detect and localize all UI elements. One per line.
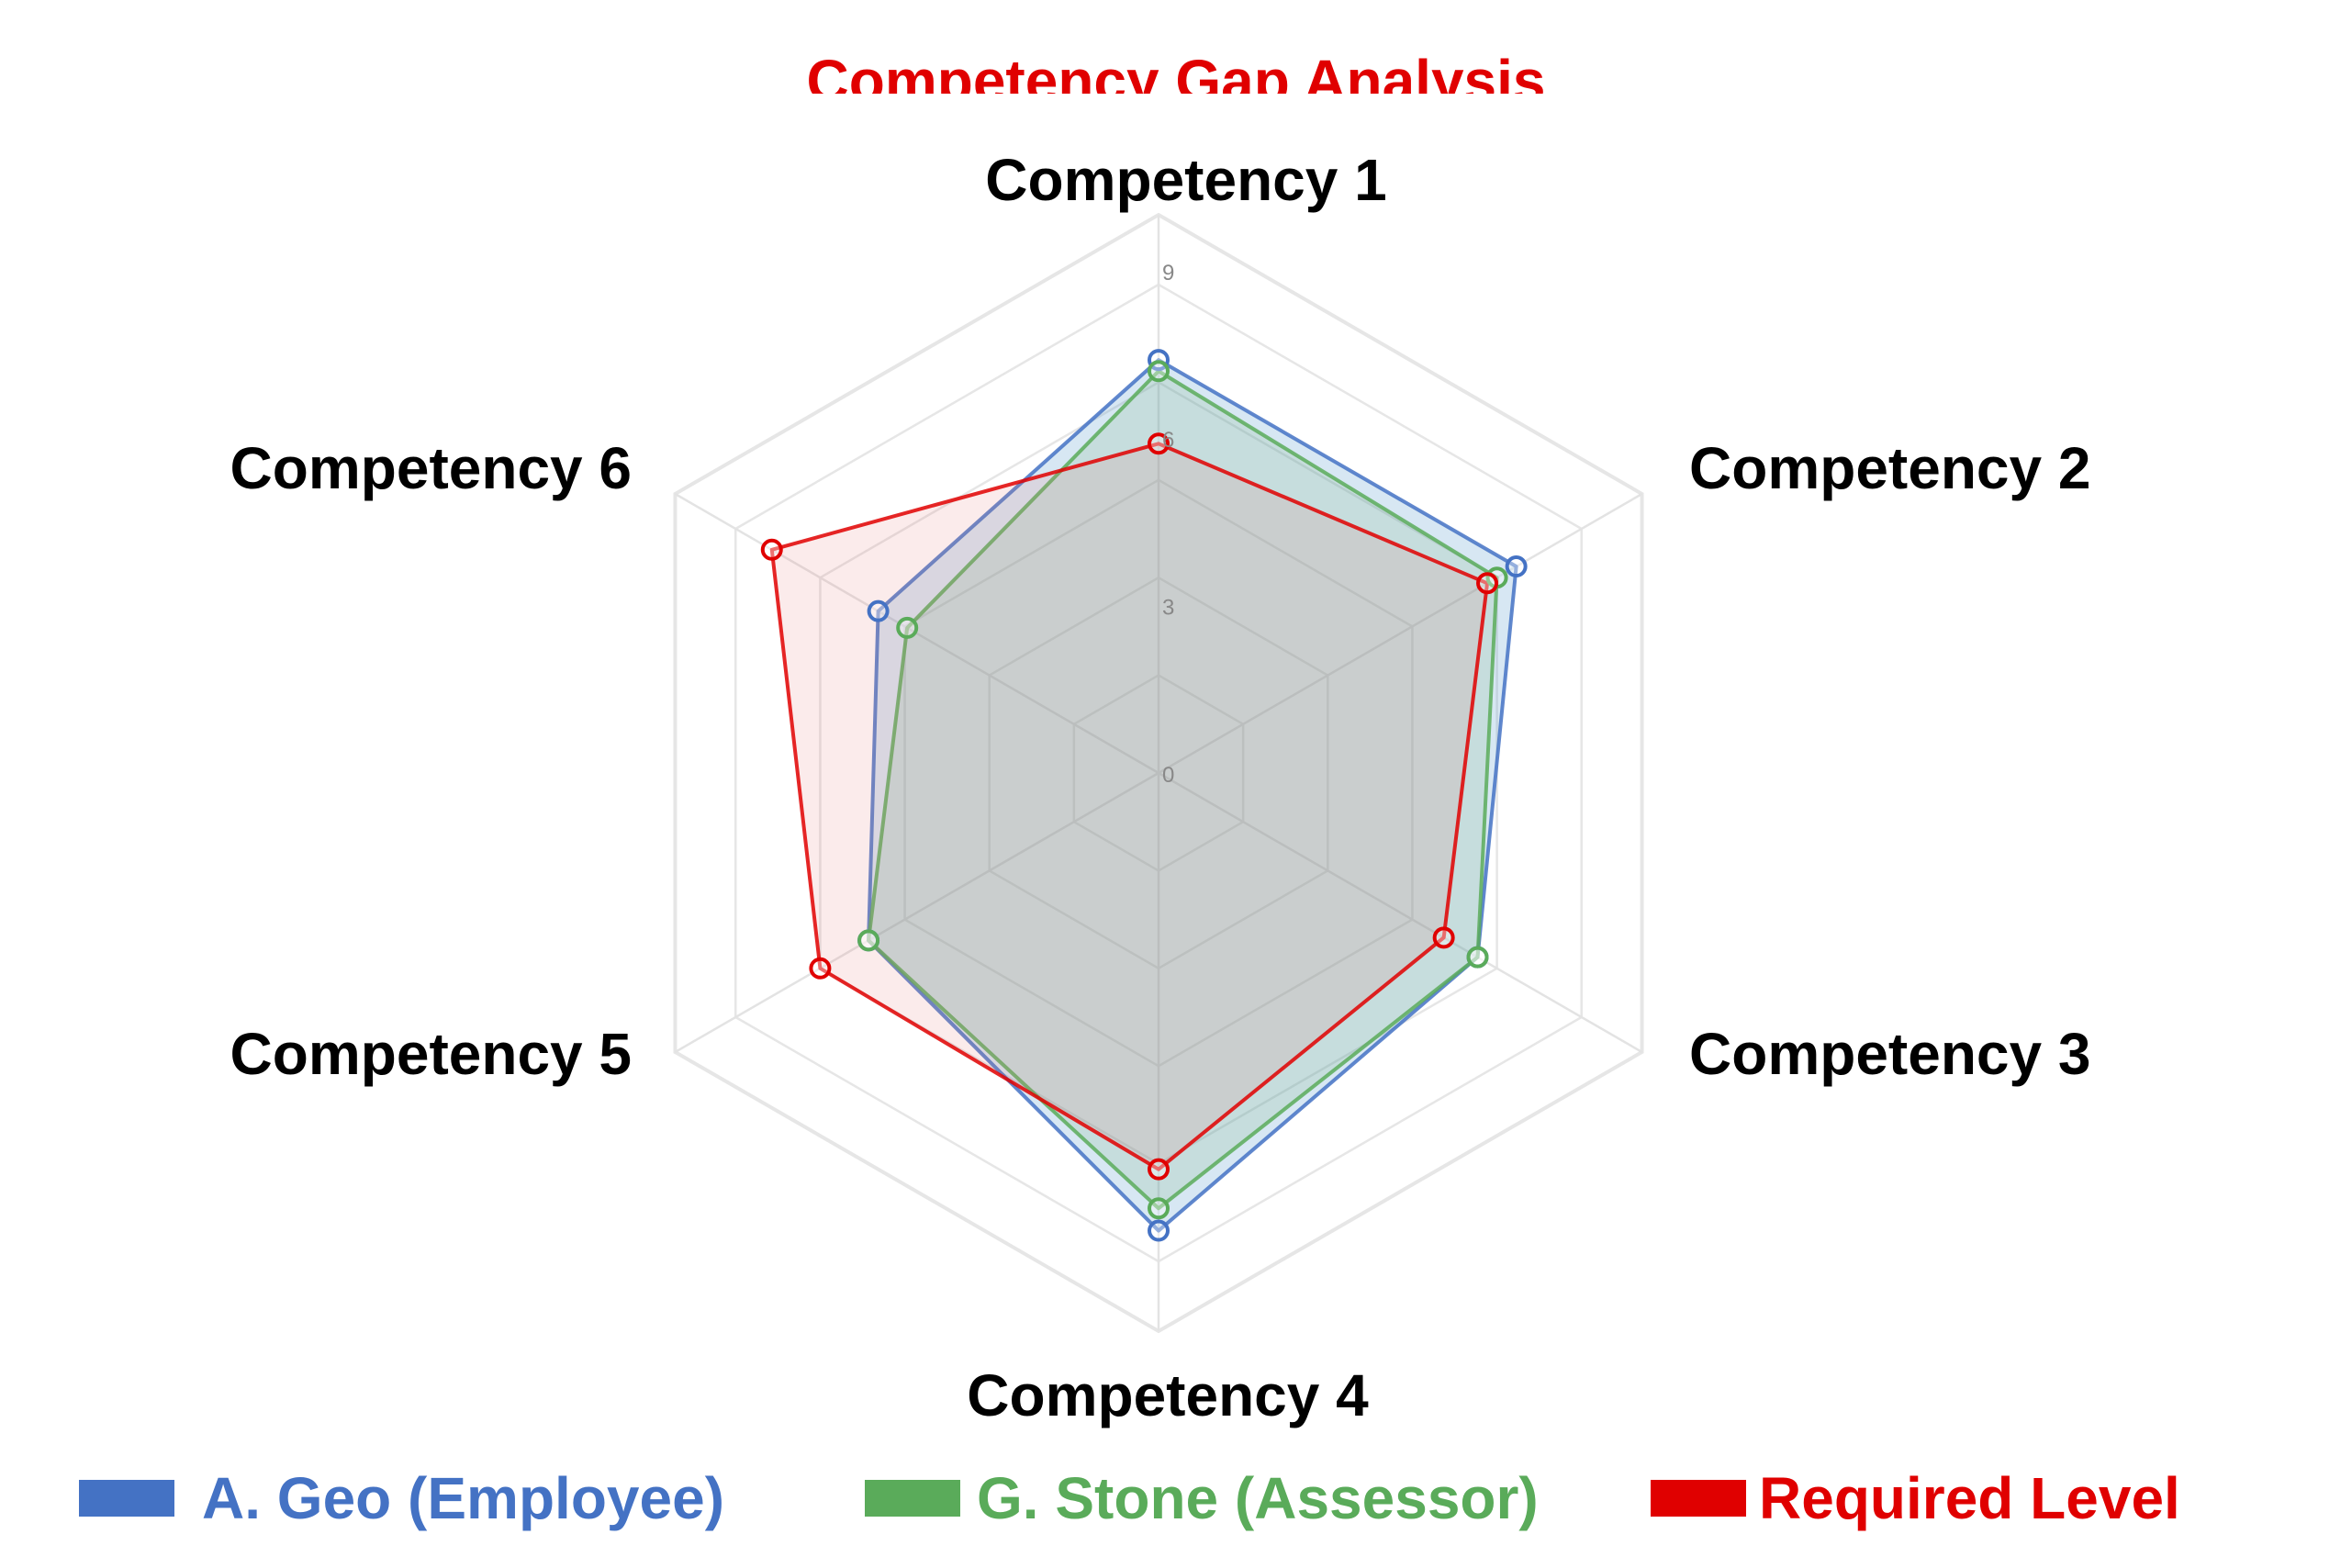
grid-spoke: [674, 492, 1159, 775]
legend-label: G. Stone (Assessor): [977, 1465, 1539, 1531]
series-point: [1505, 555, 1528, 578]
series-point: [1148, 1158, 1170, 1181]
series-point: [760, 538, 783, 561]
axis-label: Competency 2: [1689, 435, 2090, 501]
grid-spoke: [1158, 492, 1643, 775]
series-point: [896, 616, 919, 639]
series-point: [1148, 360, 1170, 383]
series-point: [1466, 946, 1489, 969]
tick-label: 9: [1162, 261, 1174, 286]
legend-swatch: [79, 1480, 174, 1517]
series-areas: [769, 358, 1518, 1233]
series-point: [1148, 1197, 1170, 1220]
axis-label: Competency 5: [230, 1021, 632, 1087]
series-points: [760, 349, 1528, 1242]
series-area: [867, 369, 1499, 1211]
grid-spoke: [674, 771, 1159, 1054]
tick-label: 3: [1162, 596, 1174, 621]
tick-label: 6: [1162, 428, 1174, 453]
series-area: [769, 442, 1490, 1171]
axis-labels: Competency 1 Competency 2 Competency 3 Comp…: [230, 147, 2091, 1428]
radar-grid: [673, 212, 1644, 1334]
legend: A. Geo (Employee) G. Stone (Assessor) Requ…: [79, 1465, 2180, 1531]
series-point: [809, 957, 832, 980]
series-point: [1148, 1219, 1170, 1242]
axis-label: Competency 4: [967, 1362, 1369, 1428]
legend-label: A. Geo (Employee): [202, 1465, 724, 1531]
legend-swatch: [1651, 1480, 1746, 1517]
legend-swatch: [865, 1480, 960, 1517]
grid-spoke: [1158, 771, 1643, 1054]
tick-label: 0: [1162, 763, 1174, 788]
series-point: [867, 599, 890, 622]
series-point: [1148, 432, 1170, 455]
series-point: [857, 929, 880, 952]
series-area: [867, 358, 1518, 1233]
series-point: [1432, 926, 1455, 949]
axis-label: Competency 3: [1689, 1021, 2090, 1087]
legend-label: Required Level: [1759, 1465, 2180, 1531]
tick-labels: 0 3 6 9: [1162, 261, 1174, 788]
axis-label: Competency 1: [985, 147, 1386, 213]
chart-title-container: Competency Gap Analysis: [0, 37, 2352, 94]
axis-label: Competency 6: [230, 435, 632, 501]
series-point: [1476, 572, 1499, 595]
chart-title: Competency Gap Analysis: [806, 48, 1546, 94]
